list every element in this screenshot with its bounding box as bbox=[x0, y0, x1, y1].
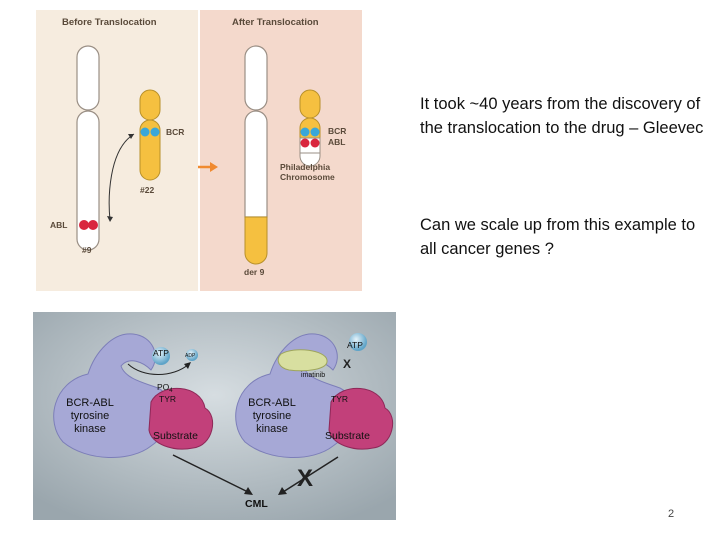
abl-gene-dot bbox=[79, 220, 89, 230]
blocked-atp-x: X bbox=[343, 357, 351, 371]
abl-gene-dot bbox=[88, 220, 98, 230]
after-panel bbox=[199, 10, 362, 291]
left-kinase-label-3: kinase bbox=[74, 423, 106, 435]
adp-ball bbox=[186, 349, 198, 361]
chromosome-9 bbox=[76, 45, 100, 251]
cml-label: CML bbox=[245, 498, 268, 510]
left-atp-ball bbox=[152, 347, 170, 365]
left-kinase-label-2: tyrosine bbox=[71, 410, 110, 422]
before-panel bbox=[36, 10, 199, 291]
left-to-cml-arrow bbox=[172, 454, 249, 493]
right-kinase-label-1: BCR-ABL bbox=[248, 397, 296, 409]
translocation-arrow bbox=[198, 162, 218, 172]
phosphate-transfer-arrow bbox=[127, 363, 190, 375]
philadelphia-label-2: Chromosome bbox=[280, 172, 335, 182]
left-kinase-label-1: BCR-ABL bbox=[66, 397, 114, 409]
left-tyr-label: TYR bbox=[159, 394, 176, 404]
right-kinase-label-2: tyrosine bbox=[253, 410, 292, 422]
bcr-gene-dot bbox=[150, 127, 160, 137]
left-atp-label: ATP bbox=[153, 348, 169, 358]
po4-label: PO4 bbox=[157, 382, 173, 394]
right-atp-ball bbox=[349, 333, 367, 351]
chr22-label: #22 bbox=[140, 185, 154, 195]
right-tyr-label: TYR bbox=[331, 394, 348, 404]
right-atp-label: ATP bbox=[347, 340, 363, 350]
left-substrate-shape bbox=[148, 388, 214, 450]
kinase-svg: ATP ADP PO4 TYR BCR-ABL tyrosine kinase … bbox=[33, 312, 396, 520]
abl-label: ABL bbox=[50, 220, 67, 230]
slide-text-scale-question: Can we scale up from this example to all… bbox=[420, 216, 696, 258]
chromosome-22 bbox=[139, 89, 161, 181]
page-number: 2 bbox=[668, 508, 675, 520]
der9-chromosome bbox=[244, 45, 268, 265]
philadelphia-label-1: Philadelphia bbox=[280, 162, 330, 172]
translocation-svg: Before Translocation After Translocation… bbox=[36, 10, 362, 291]
right-substrate-label: Substrate bbox=[325, 430, 370, 442]
left-substrate-label: Substrate bbox=[153, 430, 198, 442]
slide-text-gleevec: It took ~40 years from the discovery of … bbox=[420, 95, 704, 137]
before-title: Before Translocation bbox=[62, 17, 157, 28]
exchange-arrow bbox=[108, 133, 135, 221]
der9-label: der 9 bbox=[244, 267, 265, 277]
after-title: After Translocation bbox=[232, 17, 319, 28]
right-substrate-shape bbox=[328, 388, 394, 450]
adp-label: ADP bbox=[185, 353, 196, 359]
right-kinase-label-3: kinase bbox=[256, 423, 288, 435]
philadelphia-chromosome bbox=[299, 89, 321, 167]
bcr-label: BCR bbox=[166, 127, 184, 137]
kinase-figure: ATP ADP PO4 TYR BCR-ABL tyrosine kinase … bbox=[33, 312, 396, 520]
chr9-label: #9 bbox=[82, 245, 92, 255]
translocation-figure: Before Translocation After Translocation… bbox=[36, 10, 362, 291]
imatinib-label: imatinib bbox=[301, 372, 325, 379]
left-kinase-shape bbox=[53, 333, 170, 459]
after-abl-label: ABL bbox=[328, 137, 345, 147]
after-bcr-label: BCR bbox=[328, 126, 346, 136]
imatinib-shape bbox=[277, 349, 328, 372]
right-to-cml-arrow bbox=[282, 456, 339, 493]
bcr-gene-dot bbox=[140, 127, 150, 137]
blocked-pathway-x: X bbox=[297, 465, 313, 492]
